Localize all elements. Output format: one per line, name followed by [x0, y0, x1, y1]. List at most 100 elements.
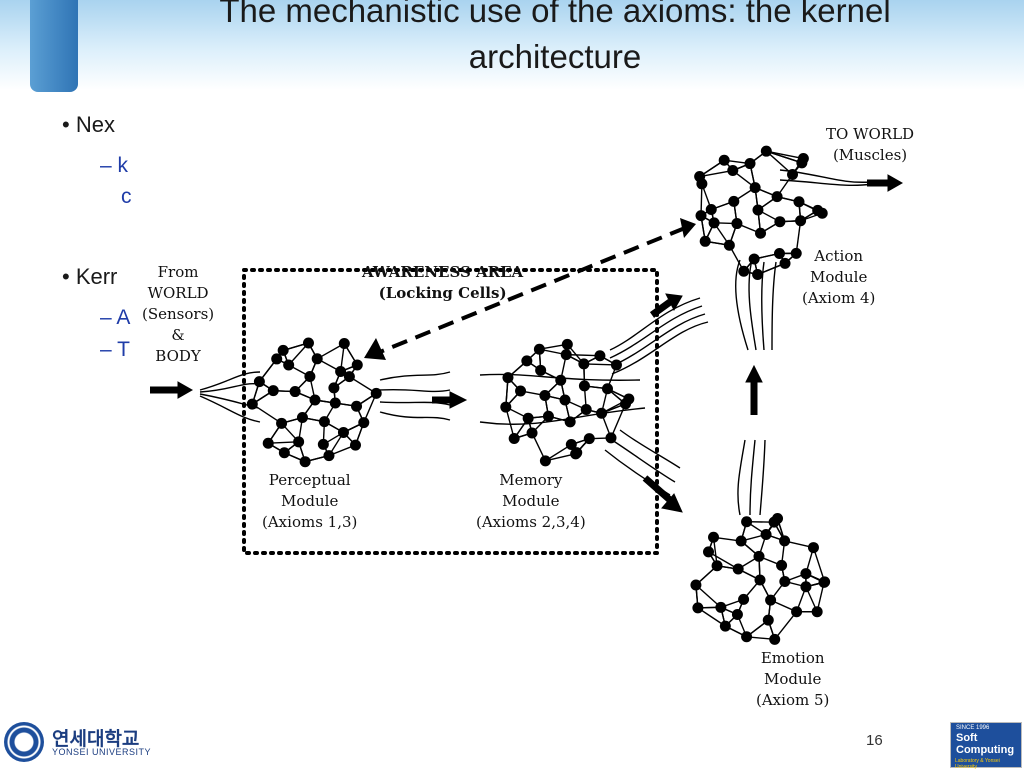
network-node — [780, 258, 791, 269]
network-node — [555, 375, 566, 386]
network-node — [793, 196, 804, 207]
yonsei-logo: 연세대학교 YONSEI UNIVERSITY — [4, 722, 154, 762]
network-node — [732, 609, 743, 620]
slide-title-line-2: architecture — [90, 34, 1020, 80]
network-node — [720, 621, 731, 632]
network-node — [728, 196, 739, 207]
network-node — [539, 390, 550, 401]
network-node — [319, 416, 330, 427]
network-node — [303, 337, 314, 348]
network-node — [352, 359, 363, 370]
network-node — [523, 413, 534, 424]
network-node — [763, 615, 774, 626]
network-node — [579, 380, 590, 391]
from-world-label: From WORLD (Sensors) & BODY — [142, 262, 214, 367]
network-node — [312, 353, 323, 364]
action-module-label: Action Module (Axiom 4) — [802, 246, 875, 309]
solid-arrows — [150, 175, 902, 512]
network-node — [276, 418, 287, 429]
network-node — [776, 560, 787, 571]
network-node — [543, 411, 554, 422]
network-node — [565, 416, 576, 427]
network-node — [351, 401, 362, 412]
network-node — [623, 393, 634, 404]
network-node — [700, 236, 711, 247]
network-node — [350, 440, 361, 451]
network-node — [761, 146, 772, 157]
network-node — [692, 602, 703, 613]
network-node — [605, 432, 616, 443]
network-node — [779, 576, 790, 587]
memory-network — [500, 339, 634, 467]
network-node — [765, 595, 776, 606]
network-node — [509, 433, 520, 444]
network-node — [741, 516, 752, 527]
network-node — [596, 408, 607, 419]
network-node — [594, 350, 605, 361]
network-node — [738, 594, 749, 605]
network-node — [736, 536, 747, 547]
network-node — [791, 248, 802, 259]
network-node — [527, 427, 538, 438]
network-node — [741, 631, 752, 642]
network-node — [754, 551, 765, 562]
network-node — [808, 542, 819, 553]
network-node — [323, 450, 334, 461]
network-node — [752, 269, 763, 280]
network-node — [584, 433, 595, 444]
network-node — [750, 182, 761, 193]
network-node — [515, 385, 526, 396]
network-node — [293, 436, 304, 447]
awareness-area-label: AWARENESS AREA (Locking Cells) — [362, 262, 523, 304]
network-node — [696, 210, 707, 221]
network-node — [310, 395, 321, 406]
network-node — [540, 455, 551, 466]
bullet-1-sub-b: c — [121, 185, 132, 209]
slide-title-line-1: The mechanistic use of the axioms: the k… — [90, 0, 1020, 34]
network-node — [562, 339, 573, 350]
perceptual-network — [247, 337, 382, 467]
network-node — [300, 456, 311, 467]
soft-computing-lab-logo: SINCE 1996 Soft Computing Laboratory & Y… — [950, 722, 1022, 768]
network-node — [561, 349, 572, 360]
emotion-network — [690, 513, 830, 645]
network-node — [800, 581, 811, 592]
slide-title: The mechanistic use of the axioms: the k… — [90, 0, 1020, 80]
bullet-1-sub-a: – k — [100, 154, 128, 178]
network-node — [694, 171, 705, 182]
network-node — [690, 580, 701, 591]
network-node — [330, 398, 341, 409]
network-node — [535, 365, 546, 376]
network-node — [774, 216, 785, 227]
network-node — [297, 412, 308, 423]
network-node — [819, 576, 830, 587]
network-node — [715, 602, 726, 613]
network-node — [800, 568, 811, 579]
network-node — [727, 165, 738, 176]
network-node — [774, 248, 785, 259]
network-node — [724, 240, 735, 251]
network-node — [290, 386, 301, 397]
network-node — [772, 513, 783, 524]
network-node — [795, 215, 806, 226]
network-node — [749, 254, 760, 265]
network-node — [706, 204, 717, 215]
network-node — [611, 359, 622, 370]
network-node — [796, 157, 807, 168]
network-node — [779, 535, 790, 546]
network-node — [745, 158, 756, 169]
network-node — [709, 217, 720, 228]
university-name-english: YONSEI UNIVERSITY — [52, 747, 151, 757]
network-node — [708, 532, 719, 543]
bullet-2: • Kerr — [62, 264, 117, 290]
diagram-graphics — [140, 110, 970, 720]
network-node — [731, 218, 742, 229]
university-seal-icon — [4, 722, 44, 762]
network-node — [521, 355, 532, 366]
bullet-2-sub-b: – T — [100, 338, 130, 362]
network-node — [283, 360, 294, 371]
network-node — [738, 266, 749, 277]
network-node — [791, 606, 802, 617]
bullet-1: • Nex — [62, 112, 115, 138]
to-world-label: TO WORLD (Muscles) — [826, 124, 914, 166]
